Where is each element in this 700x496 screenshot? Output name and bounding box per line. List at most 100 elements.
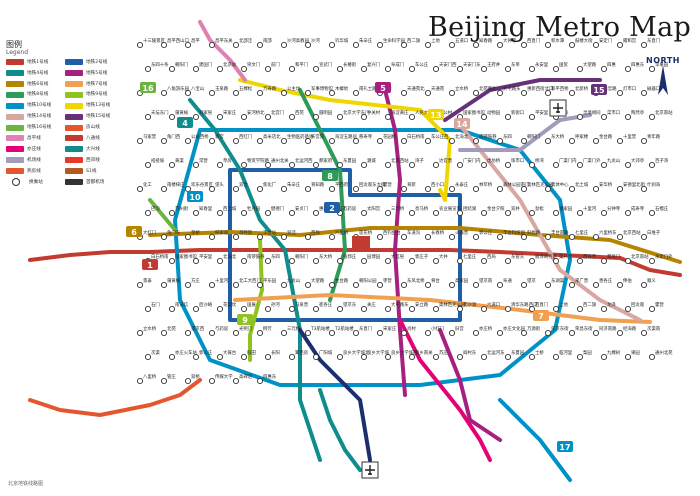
station-label: 和平门 — [295, 61, 308, 68]
station-marker — [552, 65, 560, 73]
metro-line-9 — [248, 238, 264, 362]
station-marker — [216, 113, 224, 121]
station-label: 东四 — [271, 253, 280, 260]
station-label: 森林公园南门 — [503, 181, 529, 188]
station-marker — [240, 161, 248, 169]
station-label: 上地 — [559, 301, 568, 308]
legend-swatch — [6, 146, 24, 153]
legend-item: 燕房线 — [6, 167, 65, 176]
station-marker — [480, 209, 488, 217]
station-label: 柳芳 — [263, 325, 272, 332]
station-marker — [312, 65, 320, 73]
station-label: 朝阳门 — [175, 61, 188, 68]
station-marker — [576, 65, 584, 73]
station-marker — [144, 353, 152, 361]
station-marker — [432, 257, 440, 265]
station-marker — [216, 353, 224, 361]
station-label: 丰台站 — [263, 229, 277, 236]
station-marker — [208, 41, 216, 49]
line-badge-label: 4 — [182, 119, 188, 128]
station-marker — [480, 65, 488, 73]
station-label: 北土城 — [575, 181, 589, 188]
station-marker — [424, 89, 432, 97]
station-label: 亦庄桥 — [479, 325, 493, 332]
legend-item: 地铁14号线 — [6, 112, 65, 121]
station-marker — [496, 233, 504, 241]
station-label: 枣营 — [383, 277, 392, 284]
station-marker — [136, 185, 144, 193]
station-label: 磁器口 — [647, 85, 660, 92]
station-marker — [552, 305, 560, 313]
station-label: 苹果园 — [655, 61, 669, 68]
legend-swatch — [65, 70, 83, 77]
station-marker — [496, 41, 504, 49]
station-marker — [616, 329, 624, 337]
station-label: 车公庄 — [415, 61, 429, 68]
station-label: 张郭庄 — [343, 253, 357, 260]
legend-item: 地铁15号线 — [65, 112, 124, 121]
station-marker — [456, 209, 464, 217]
station-marker — [168, 113, 176, 121]
station-label: 金台路 — [599, 133, 613, 140]
station-marker — [160, 329, 168, 337]
station-label: 北工大西门 — [239, 277, 261, 284]
station-label: 菜市口 — [607, 109, 620, 116]
station-label: 立水桥 — [143, 325, 157, 332]
station-label: 天通苑 — [431, 85, 445, 92]
station-label: 良乡大学城 — [367, 349, 390, 356]
station-marker — [600, 65, 608, 73]
station-marker — [376, 329, 384, 337]
station-label: 什刹海 — [647, 181, 661, 188]
station-marker — [624, 161, 632, 169]
station-label: 九棵树 — [607, 349, 621, 356]
station-label: 五棵松 — [239, 85, 253, 92]
station-label: 昌平西山口 — [167, 37, 189, 44]
legend-item: 大兴线 — [65, 145, 124, 154]
station-label: 白堆子 — [647, 229, 661, 236]
legend-swatch — [65, 135, 83, 142]
station-label: 西红门 — [239, 133, 252, 140]
station-label: 宋家庄 — [383, 325, 397, 332]
station-marker — [336, 257, 344, 265]
station-marker — [376, 233, 384, 241]
station-label: 化工 — [143, 181, 152, 188]
station-marker — [568, 185, 576, 193]
station-label: 八里桥 — [143, 373, 157, 380]
station-marker — [352, 137, 360, 145]
station-label: 知春路 — [479, 37, 493, 44]
station-marker — [184, 233, 192, 241]
station-marker — [376, 41, 384, 49]
station-label: 安德里北街 — [623, 181, 646, 188]
station-marker — [456, 65, 464, 73]
station-label: 宣武门 — [319, 61, 332, 68]
station-label: 天通苑北 — [407, 85, 425, 92]
metro-line-7 — [233, 293, 652, 324]
legend-swatch — [6, 157, 24, 164]
station-label: 梨园 — [583, 349, 592, 356]
legend-item: 昌平线 — [6, 134, 65, 143]
legend-swatch — [65, 59, 83, 66]
station-marker — [616, 41, 624, 49]
station-marker — [544, 41, 552, 49]
station-marker — [504, 209, 512, 217]
station-marker — [168, 161, 176, 169]
station-marker — [624, 305, 632, 313]
station-label: 大瓦窑 — [391, 253, 405, 260]
station-marker — [288, 113, 296, 121]
station-label: 北苑路北 — [479, 85, 497, 92]
legend-item: S1线 — [65, 167, 124, 176]
station-marker — [520, 329, 528, 337]
station-label: 育新 — [407, 181, 416, 188]
station-label: 高米店北 — [263, 133, 281, 140]
line-badge-label: 8 — [327, 172, 333, 181]
station-label: 肖村 — [407, 325, 416, 332]
station-label: 西二旗 — [583, 301, 597, 308]
station-label: 大望路 — [583, 61, 597, 68]
station-marker — [424, 185, 432, 193]
station-marker — [376, 137, 384, 145]
legend-swatch — [6, 113, 24, 120]
station-label: 潞城 — [367, 157, 376, 164]
map-title: Beijing Metro Map — [428, 12, 692, 43]
legend-swatch — [12, 178, 20, 187]
line-badge-6 — [126, 226, 142, 237]
